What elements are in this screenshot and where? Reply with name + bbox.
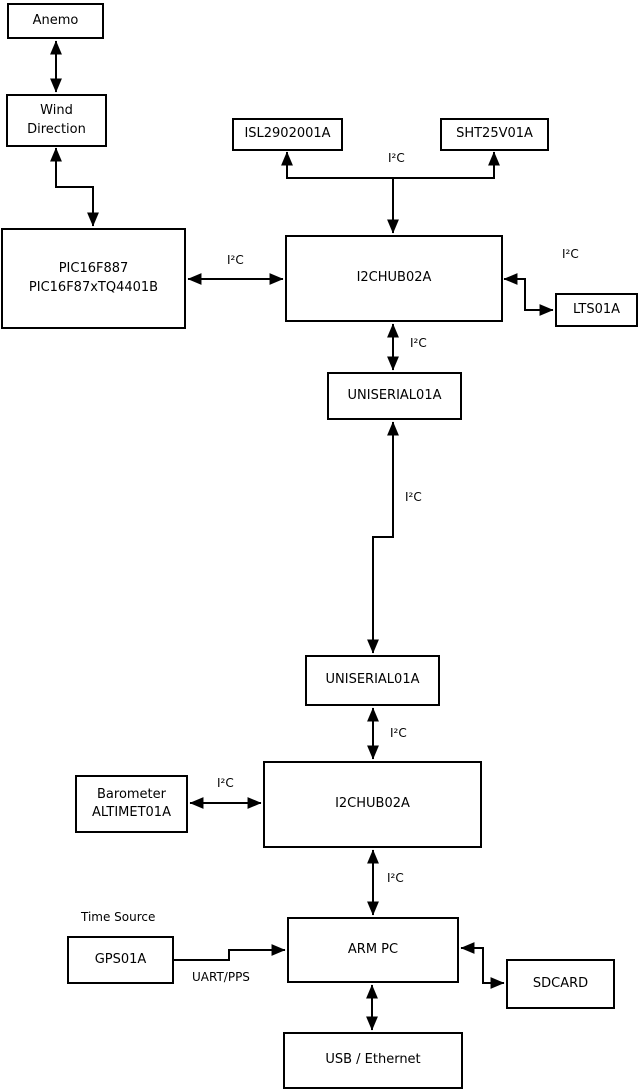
edge-label-uart-pps: UART/PPS: [192, 970, 250, 984]
node-i2chub02a-top: I2CHUB02A: [285, 235, 503, 322]
edge-winddirection-pic: [50, 147, 99, 227]
node-wind-direction: Wind Direction: [6, 94, 107, 147]
node-label: I2CHUB02A: [356, 270, 432, 286]
edge-label-i2c-pic-hub: I²C: [227, 253, 244, 267]
node-label: ARM PC: [347, 941, 399, 957]
edge-label-i2c-hub2-armpc: I²C: [387, 871, 404, 885]
edge-label-i2c-hub-uniserial: I²C: [410, 336, 427, 350]
node-label-line: Direction: [27, 121, 86, 137]
node-label: SDCARD: [532, 975, 589, 991]
node-label: SHT25V01A: [456, 126, 533, 142]
edge-label-i2c-uniserial-hub2: I²C: [390, 726, 407, 740]
edge-i2chub-lts: [503, 273, 554, 316]
node-label: I2CHUB02A: [335, 796, 410, 812]
node-label-line: PIC16F87xTQ4401B: [28, 279, 159, 295]
edge-label-time-source: Time Source: [81, 910, 156, 924]
node-label: LTS01A: [572, 301, 621, 317]
node-uniserial01a-top: UNISERIAL01A: [327, 372, 462, 420]
node-barometer-altimet01a: Barometer ALTIMET01A: [75, 775, 188, 833]
edge-label-i2c-long-link: I²C: [405, 490, 422, 504]
node-gps01a: GPS01A: [67, 936, 174, 984]
node-label-line: Wind: [40, 103, 73, 119]
edge-label-i2c-hub-lts: I²C: [562, 247, 579, 261]
edge-label-i2c-barometer-hub2: I²C: [217, 776, 234, 790]
edge-gps-armpc: [173, 944, 286, 961]
node-uniserial01a-bottom: UNISERIAL01A: [305, 655, 440, 706]
node-label: UNISERIAL01A: [325, 672, 420, 688]
edge-armpc-sdcard: [460, 942, 505, 989]
node-i2chub02a-bottom: I2CHUB02A: [263, 761, 482, 848]
node-sht25v01a: SHT25V01A: [440, 118, 549, 151]
node-lts01a: LTS01A: [555, 293, 638, 327]
node-pic16f887: PIC16F887 PIC16F87xTQ4401B: [1, 228, 186, 329]
node-label: Anemo: [32, 12, 79, 28]
node-usb-ethernet: USB / Ethernet: [283, 1032, 463, 1089]
node-label: ISL2902001A: [244, 126, 331, 142]
edge-uniserial-uniserial: [367, 421, 399, 654]
node-sdcard: SDCARD: [506, 959, 615, 1009]
node-arm-pc: ARM PC: [287, 917, 459, 983]
node-label-line: ALTIMET01A: [92, 805, 171, 820]
node-isl2902001a: ISL2902001A: [232, 118, 343, 151]
node-label: USB / Ethernet: [325, 1052, 421, 1068]
edge-label-i2c-sensor-bus: I²C: [388, 151, 405, 165]
node-label: UNISERIAL01A: [347, 387, 442, 403]
node-anemo: Anemo: [7, 3, 104, 39]
node-label-line: Barometer: [97, 786, 166, 802]
node-label: GPS01A: [94, 951, 147, 967]
node-label-line: PIC16F887: [58, 261, 129, 277]
